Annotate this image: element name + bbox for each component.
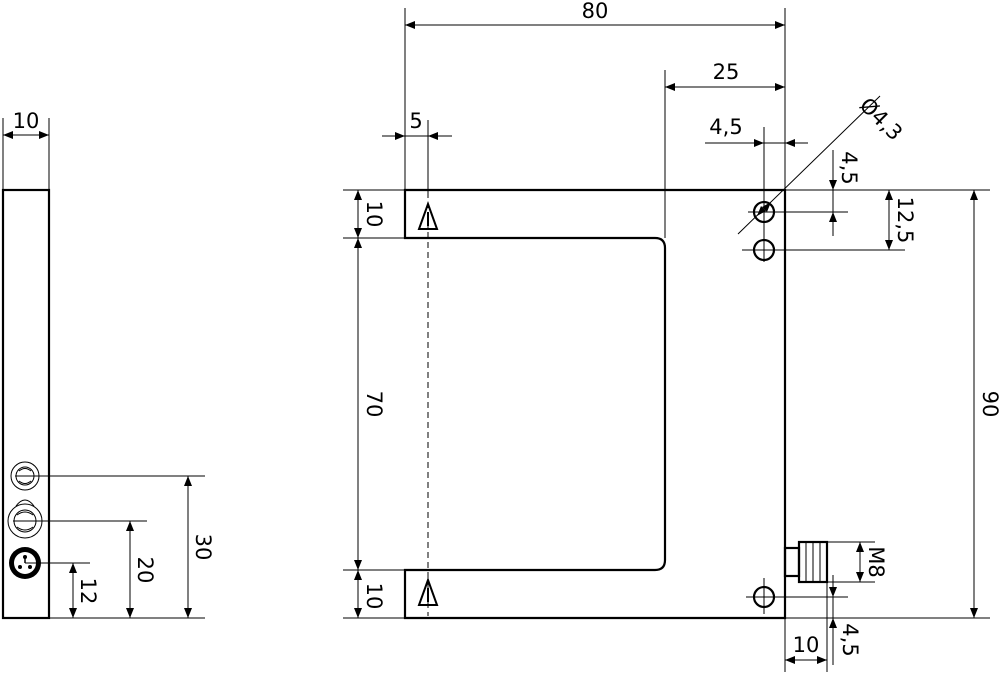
connector-height-label: 12 xyxy=(76,578,100,605)
led-middle-label: 20 xyxy=(133,557,157,584)
arm-top-label: 10 xyxy=(362,201,386,228)
arm-bottom-label: 10 xyxy=(362,583,386,610)
hole-diameter-label: Ø4,3 xyxy=(855,93,907,145)
fork-outline xyxy=(403,188,787,620)
led-upper-label: 30 xyxy=(191,534,215,561)
bottom-hole-offset-label: 4,5 xyxy=(838,623,862,656)
slot-offset-label: 25 xyxy=(713,60,740,84)
side-view-body xyxy=(1,188,51,620)
hole-x-offset-label: 4,5 xyxy=(709,115,742,139)
side-view: 10 xyxy=(1,109,215,620)
width-total-label: 80 xyxy=(582,0,609,23)
receiver-triangle-icon xyxy=(417,577,439,606)
emitter-triangle-icon xyxy=(417,201,439,230)
led-indicator-icon xyxy=(7,499,43,539)
connector-thread-label: M8 xyxy=(864,546,888,577)
connector-offset-label: 10 xyxy=(793,633,820,657)
m8-connector xyxy=(783,540,829,584)
front-view: 80 25 5 4,5 4,5 Ø4,3 12,5 xyxy=(343,0,1000,672)
height-total-label: 90 xyxy=(978,391,1000,418)
side-width-label: 10 xyxy=(13,109,40,133)
slot-depth-label: 70 xyxy=(362,391,386,418)
hole-y-offset-label: 4,5 xyxy=(837,151,861,184)
hole-spacing-label: 12,5 xyxy=(893,197,917,244)
beam-offset-label: 5 xyxy=(409,109,422,133)
